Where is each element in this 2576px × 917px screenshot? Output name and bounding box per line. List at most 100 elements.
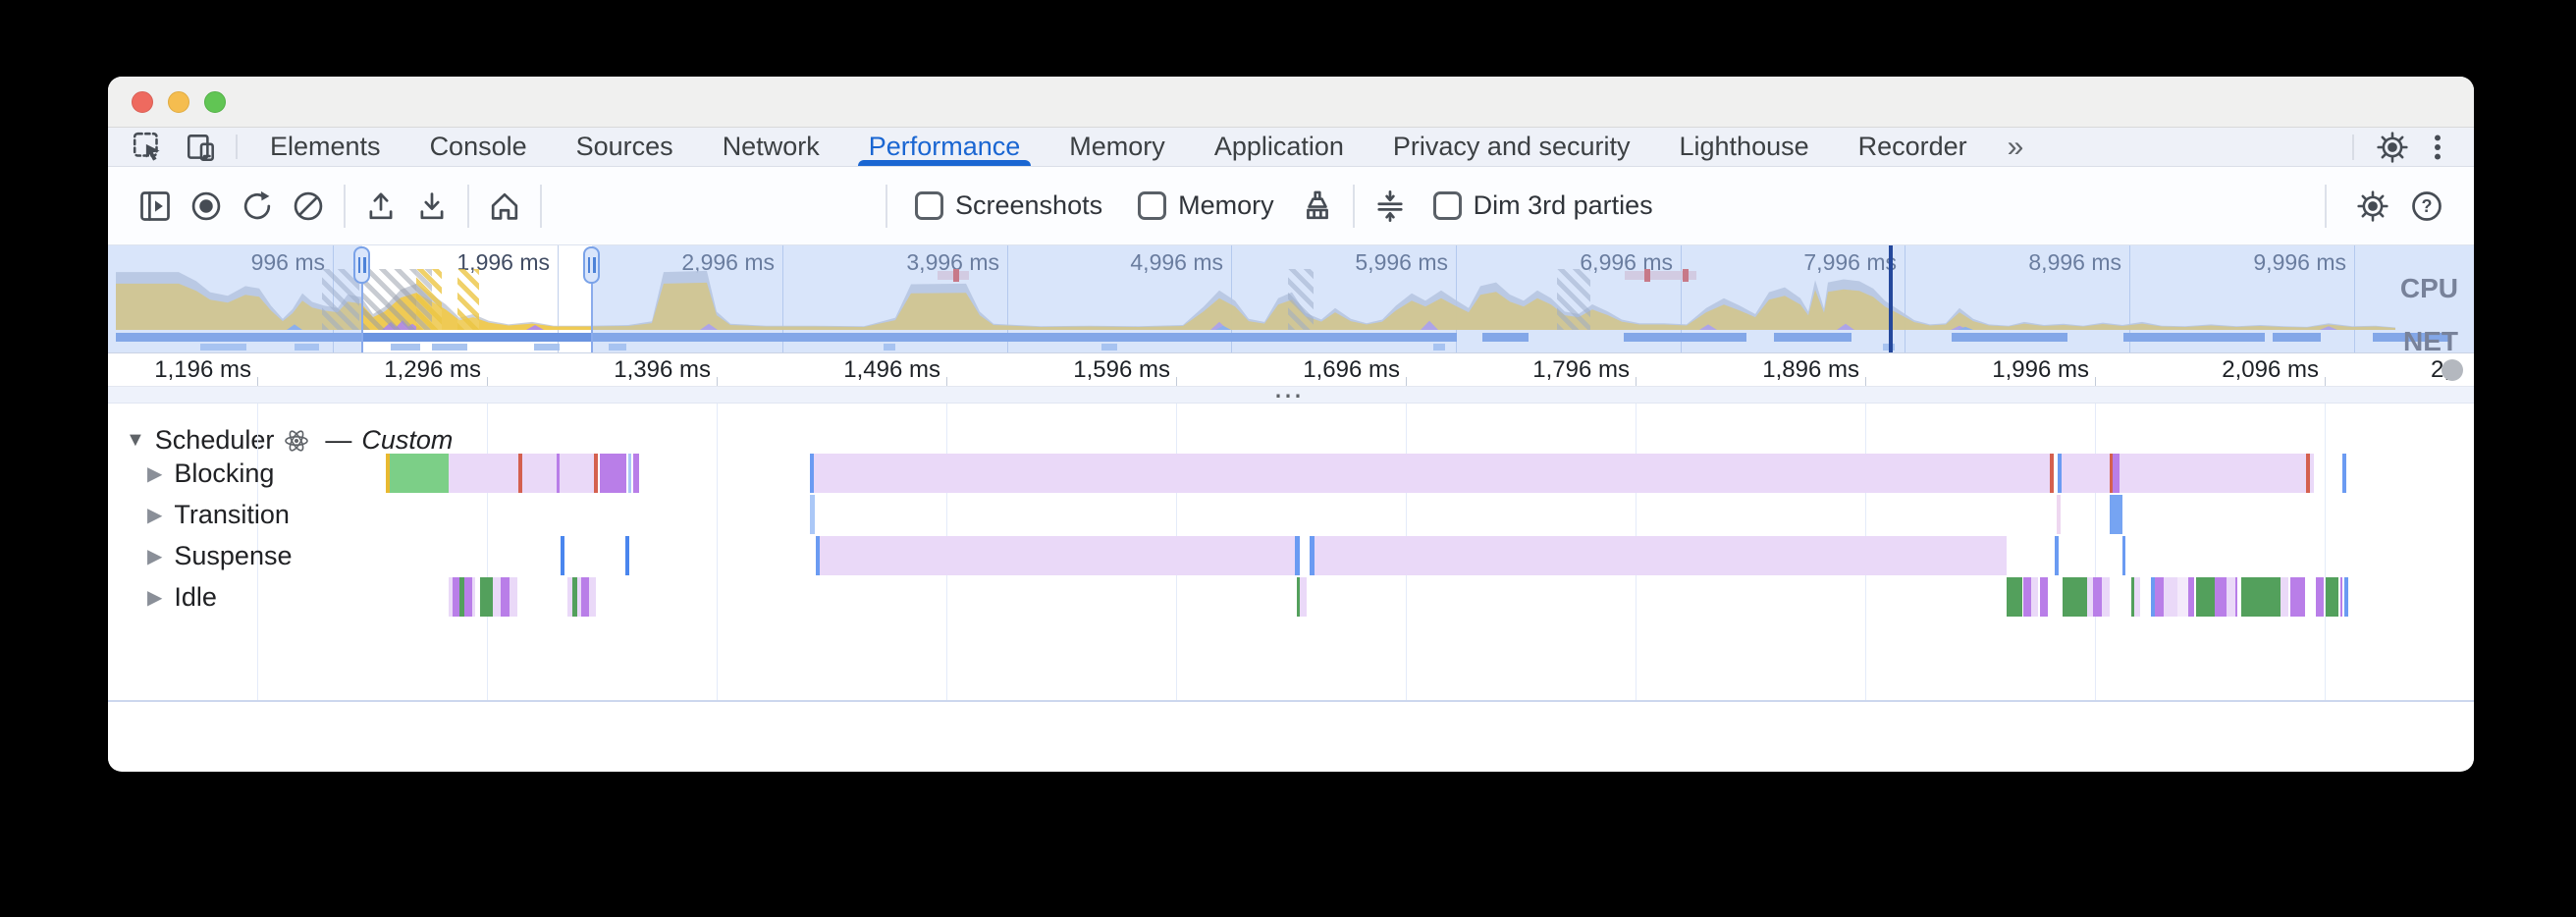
selection-handle-line-right[interactable]	[591, 283, 593, 352]
flame-bar[interactable]	[449, 577, 453, 617]
flame-bar[interactable]	[557, 454, 560, 493]
track-row-label-idle[interactable]: ▶Idle	[147, 577, 217, 617]
flame-bar[interactable]	[464, 577, 472, 617]
flame-bar[interactable]	[2241, 577, 2281, 617]
close-window-button[interactable]	[132, 90, 153, 113]
flame-bar[interactable]	[2227, 577, 2235, 617]
expand-arrow-icon[interactable]: ▶	[147, 462, 163, 485]
checkbox-icon[interactable]	[915, 191, 943, 220]
flame-bar[interactable]	[810, 495, 815, 534]
flame-bar[interactable]	[2340, 577, 2342, 617]
flame-bar[interactable]	[600, 454, 626, 493]
flame-bar[interactable]	[2235, 577, 2237, 617]
flame-bar[interactable]	[2057, 495, 2061, 534]
flame-bar[interactable]	[567, 577, 572, 617]
flame-bar[interactable]	[633, 454, 639, 493]
flame-bar[interactable]	[2326, 577, 2338, 617]
flame-bar[interactable]	[1295, 536, 1300, 575]
flame-bar[interactable]	[2196, 577, 2215, 617]
flame-bar[interactable]	[2177, 577, 2188, 617]
flame-bar[interactable]	[2310, 454, 2314, 493]
tab-network[interactable]: Network	[722, 132, 820, 161]
tab-recorder[interactable]: Recorder	[1857, 132, 1967, 161]
collapse-arrows-icon[interactable]	[1365, 181, 1416, 232]
flame-bar[interactable]	[2131, 577, 2134, 617]
clear-icon[interactable]	[283, 181, 334, 232]
kebab-menu-icon[interactable]	[2431, 131, 2444, 164]
tab-application[interactable]: Application	[1213, 132, 1344, 161]
tab-privacy-and-security[interactable]: Privacy and security	[1392, 132, 1631, 161]
flame-bar[interactable]	[2122, 536, 2125, 575]
reload-record-icon[interactable]	[232, 181, 283, 232]
flame-bar[interactable]	[2063, 577, 2087, 617]
flame-bar[interactable]	[2023, 577, 2031, 617]
flame-bar[interactable]	[816, 536, 820, 575]
flame-bar[interactable]	[625, 536, 629, 575]
track-row-label-suspense[interactable]: ▶Suspense	[147, 536, 292, 575]
panel-resizer[interactable]: ⋯	[108, 380, 2474, 412]
flame-bar[interactable]	[472, 577, 475, 617]
tab-elements[interactable]: Elements	[270, 132, 381, 161]
track-lanes[interactable]: ▼ Scheduler — Custom ▶Blocking▶Transitio…	[108, 404, 2474, 702]
flame-bar[interactable]	[2110, 495, 2122, 534]
device-toolbar-icon[interactable]	[175, 128, 228, 166]
flame-bar[interactable]	[2062, 454, 2110, 493]
flame-bar[interactable]	[2342, 454, 2346, 493]
inspect-element-icon[interactable]	[122, 128, 175, 166]
expand-arrow-icon[interactable]: ▶	[147, 545, 163, 567]
flame-bar[interactable]	[386, 454, 390, 493]
flame-bar[interactable]	[1310, 536, 1315, 575]
flame-bar[interactable]	[561, 536, 564, 575]
flame-bar[interactable]	[449, 454, 518, 493]
flame-bar[interactable]	[589, 577, 596, 617]
expand-arrow-icon[interactable]: ▶	[147, 504, 163, 526]
flame-bar[interactable]	[2087, 577, 2093, 617]
flame-bar[interactable]	[2058, 454, 2062, 493]
flame-bar[interactable]	[2188, 577, 2194, 617]
flame-bar[interactable]	[2164, 577, 2177, 617]
collapse-arrow-icon[interactable]: ▼	[126, 429, 145, 451]
tab-sources[interactable]: Sources	[575, 132, 673, 161]
more-tabs-icon[interactable]: »	[2007, 130, 2024, 163]
flame-bar[interactable]	[459, 577, 464, 617]
tab-memory[interactable]: Memory	[1069, 132, 1165, 161]
flame-bar[interactable]	[480, 577, 493, 617]
checkbox-icon[interactable]	[1138, 191, 1167, 220]
memory-checkbox[interactable]: Memory	[1138, 190, 1274, 221]
flame-bar[interactable]	[560, 454, 594, 493]
flame-bar[interactable]	[2215, 577, 2227, 617]
flame-bar[interactable]	[1315, 536, 2007, 575]
flame-bar[interactable]	[2290, 577, 2305, 617]
checkbox-icon[interactable]	[1432, 191, 1462, 220]
flame-bar[interactable]	[501, 577, 510, 617]
flame-bar[interactable]	[2093, 577, 2102, 617]
flame-bar[interactable]	[594, 454, 598, 493]
selection-handle-left[interactable]	[353, 246, 370, 284]
flame-bar[interactable]	[2102, 577, 2110, 617]
selection-handle-line-left[interactable]	[361, 283, 363, 352]
scheduler-track-header[interactable]: ▼ Scheduler — Custom	[126, 425, 453, 456]
download-profile-icon[interactable]	[406, 181, 457, 232]
flame-bar[interactable]	[2007, 577, 2022, 617]
collect-garbage-icon[interactable]	[1292, 181, 1343, 232]
flame-bar[interactable]	[510, 577, 517, 617]
capture-settings-gear-icon[interactable]	[2356, 189, 2389, 223]
show-sidebar-icon[interactable]	[130, 181, 181, 232]
flame-bar[interactable]	[820, 536, 1295, 575]
flame-bar[interactable]	[2316, 577, 2324, 617]
flame-bar[interactable]	[2120, 454, 2306, 493]
flame-bar[interactable]	[453, 577, 459, 617]
expand-arrow-icon[interactable]: ▶	[147, 586, 163, 609]
flame-bar[interactable]	[2155, 577, 2164, 617]
flame-bar[interactable]	[522, 454, 557, 493]
screenshots-checkbox[interactable]: Screenshots	[915, 190, 1102, 221]
flame-bar[interactable]	[810, 454, 814, 493]
flame-bar[interactable]	[2031, 577, 2038, 617]
tab-lighthouse[interactable]: Lighthouse	[1679, 132, 1809, 161]
flame-bar[interactable]	[581, 577, 589, 617]
flame-bar[interactable]	[2110, 454, 2113, 493]
flame-bar[interactable]	[1297, 577, 1300, 617]
zoom-window-button[interactable]	[204, 90, 226, 113]
flame-bar[interactable]	[628, 454, 631, 493]
